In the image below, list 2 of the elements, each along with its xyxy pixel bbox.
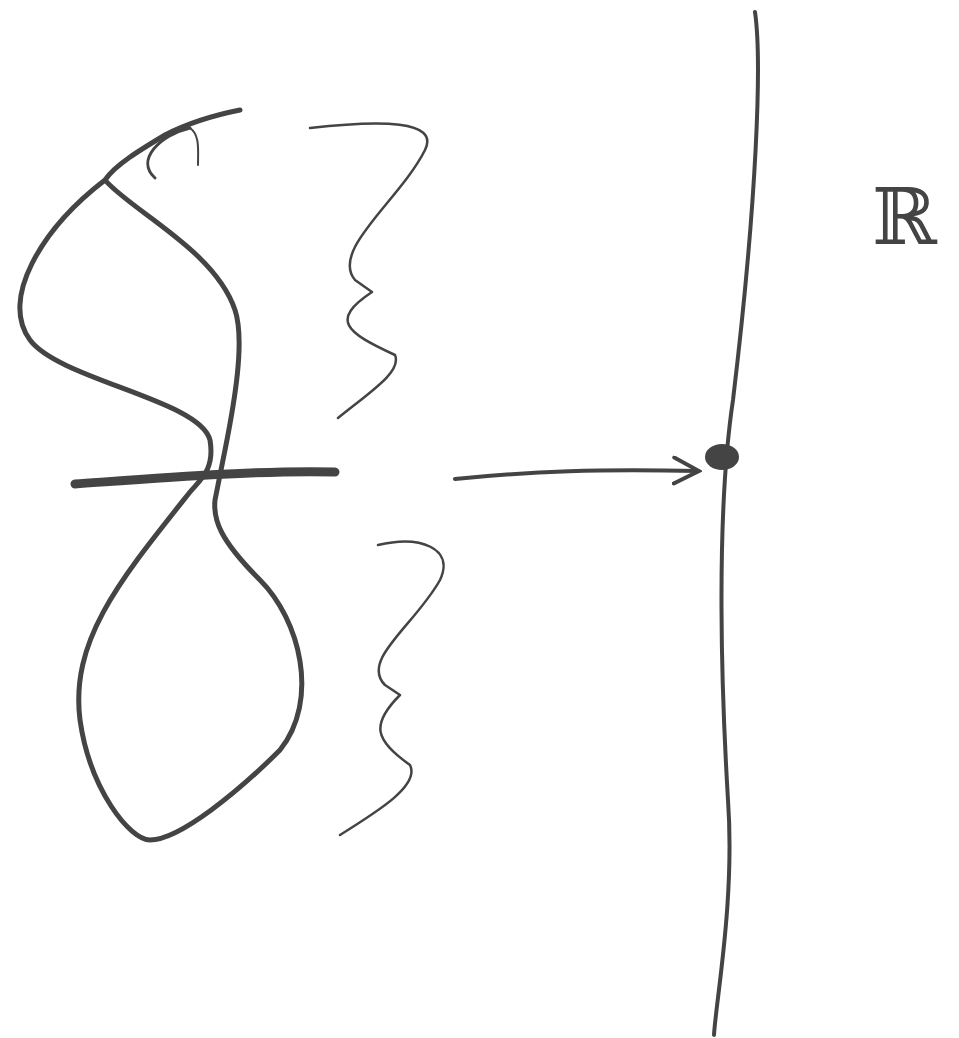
arrow (453, 455, 701, 486)
set-symbol: ℝ (872, 178, 937, 256)
